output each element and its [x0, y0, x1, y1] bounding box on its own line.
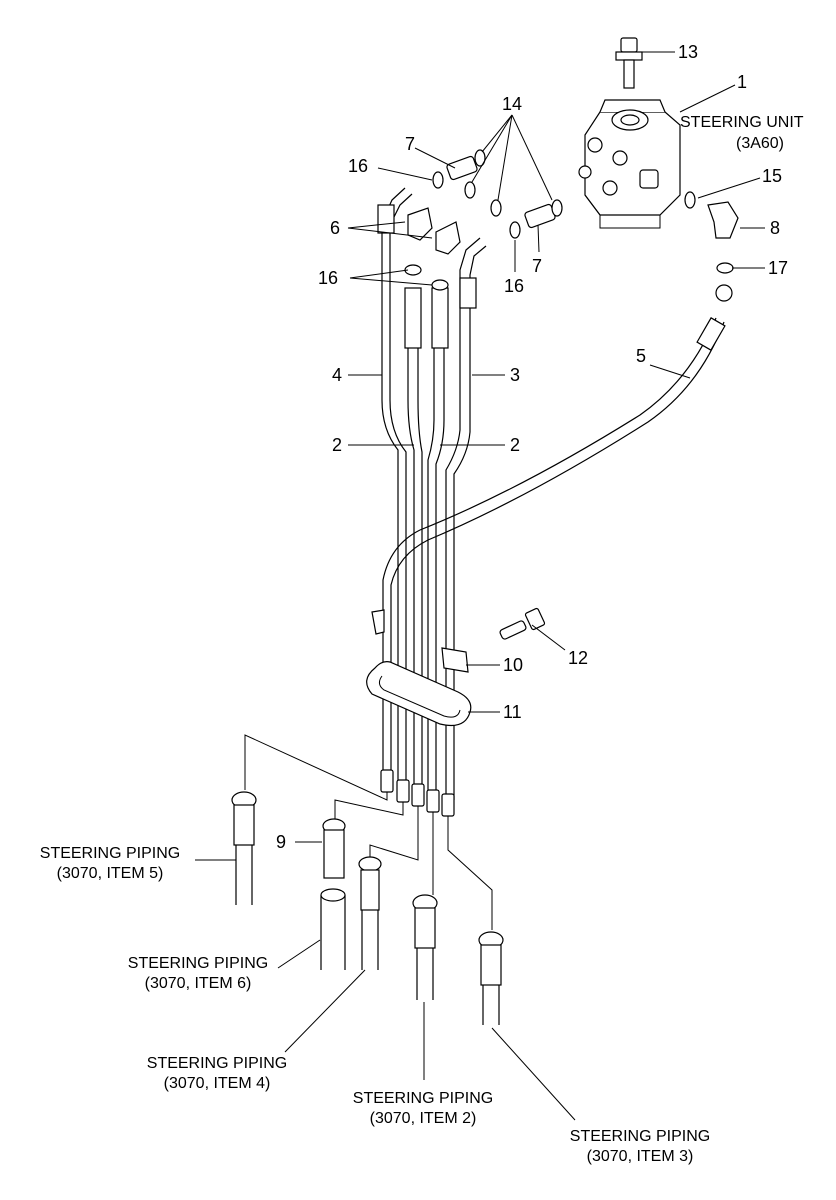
steering-unit: [578, 99, 681, 229]
o-ring-16-d: [431, 279, 449, 291]
hose-2-right: [427, 300, 445, 795]
fitting-7-upper: [446, 155, 478, 181]
o-ring-17: [716, 262, 734, 274]
callout-16-upper: 16: [348, 156, 368, 176]
connector-item9: [334, 799, 404, 820]
callout-6: 6: [330, 218, 340, 238]
piping-end-item3: [478, 931, 504, 1025]
piping-item4-ref: (3070, ITEM 4): [164, 1075, 271, 1092]
callout-15: 15: [762, 166, 782, 186]
connector-item4: [369, 806, 419, 861]
piping-end-item5: [231, 791, 257, 905]
connector-item5: [244, 734, 388, 801]
steering-unit-label: STEERING UNIT: [680, 114, 804, 131]
hose-2-left: [407, 300, 423, 790]
callout-2-right: 2: [510, 435, 520, 455]
o-ring-16-a: [432, 171, 444, 189]
callout-4: 4: [332, 365, 342, 385]
fitting-7-lower: [524, 203, 556, 229]
hose-2-ferrule-left: [404, 287, 422, 349]
callout-7-upper: 7: [405, 134, 415, 154]
callout-2-left: 2: [332, 435, 342, 455]
lower-hose-ends: [380, 769, 455, 817]
o-ring-14-d: [551, 199, 563, 217]
hose-4: [381, 187, 413, 790]
connector-item3: [447, 816, 493, 930]
piping-end-item4: [358, 856, 382, 970]
callout-5: 5: [636, 346, 646, 366]
elbow-6-right: [435, 221, 461, 255]
bracket-10: [441, 647, 469, 673]
hose-3-ferrule: [459, 277, 477, 309]
bracket-10-left: [371, 609, 385, 635]
callout-8: 8: [770, 218, 780, 238]
callout-1: 1: [737, 72, 747, 92]
callout-12: 12: [568, 648, 588, 668]
callout-9: 9: [276, 832, 286, 852]
piping-item6-label: STEERING PIPING: [128, 955, 268, 972]
steering-unit-ref: (3A60): [736, 135, 784, 152]
hose-5-nut: [715, 284, 733, 302]
o-ring-15: [684, 191, 696, 209]
piping-end-item9: [322, 818, 346, 879]
piping-item2-label: STEERING PIPING: [353, 1090, 493, 1107]
callout-10: 10: [503, 655, 523, 675]
callout-13: 13: [678, 42, 698, 62]
callout-3: 3: [510, 365, 520, 385]
callout-14: 14: [502, 94, 522, 114]
elbow-8: [707, 201, 739, 239]
bolt-12: [499, 607, 546, 640]
bolt-13: [615, 37, 643, 89]
piping-item3-ref: (3070, ITEM 3): [587, 1148, 694, 1165]
piping-end-item6: [320, 888, 346, 970]
o-ring-14-b: [464, 181, 476, 199]
piping-item6-ref: (3070, ITEM 6): [145, 975, 252, 992]
hose-5-ferrule: [696, 317, 726, 351]
elbow-6-left: [407, 207, 433, 241]
o-ring-14-c: [490, 199, 502, 217]
piping-end-item2: [412, 894, 438, 1000]
piping-item4-label: STEERING PIPING: [147, 1055, 287, 1072]
callout-7-lower: 7: [532, 256, 542, 276]
callout-16-lower: 16: [504, 276, 524, 296]
hose-2-ferrule-right: [431, 287, 449, 349]
piping-item3-label: STEERING PIPING: [570, 1128, 710, 1145]
leader-lines: [195, 51, 765, 1121]
callout-17: 17: [768, 258, 788, 278]
callout-11: 11: [503, 702, 522, 722]
hose-4-ferrule: [377, 204, 395, 234]
piping-item5-ref: (3070, ITEM 5): [57, 865, 164, 882]
callout-16-middle: 16: [318, 268, 338, 288]
o-ring-16-b: [509, 221, 521, 239]
piping-item2-ref: (3070, ITEM 2): [370, 1110, 477, 1127]
hose-5: [382, 317, 725, 778]
o-ring-14-a: [474, 149, 486, 167]
piping-item5-label: STEERING PIPING: [40, 845, 180, 862]
